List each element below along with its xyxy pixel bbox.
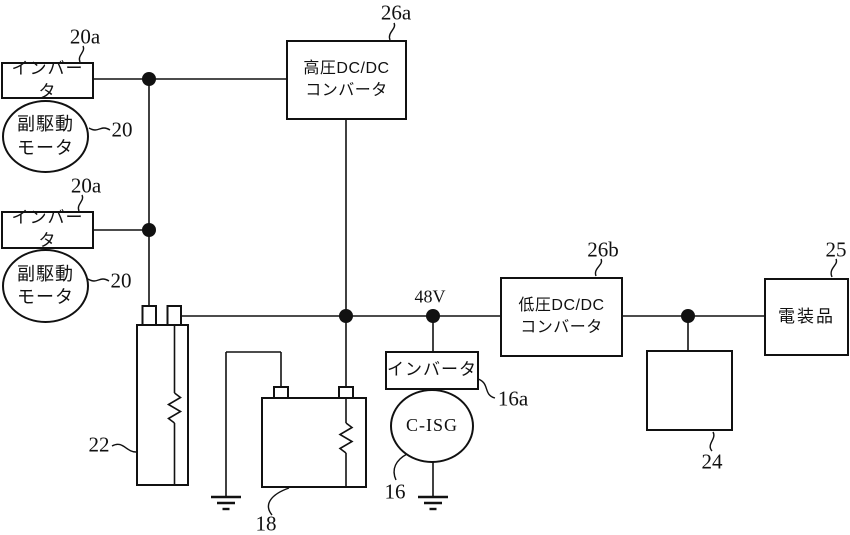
leader-lines (77, 22, 838, 516)
aux-battery-symbol (261, 386, 367, 488)
cisg-inverter-box: インバータ (385, 351, 479, 390)
ref-label-24: 24 (701, 449, 723, 474)
battery-terminal-left (141, 305, 157, 326)
leader-26a (388, 22, 396, 41)
leader-26b (594, 258, 603, 277)
leader-16 (393, 453, 408, 481)
electrical-components-box: 電装品 (764, 278, 849, 356)
sub-drive-motor-top-label-line2: モータ (17, 137, 74, 158)
ref-label-22: 22 (88, 432, 110, 457)
junction-dot (142, 223, 156, 237)
ref-label-20-mid: 20 (110, 268, 132, 293)
ref-label-26b: 26b (587, 237, 619, 262)
aux-battery-terminal-left (273, 386, 289, 399)
hv-dcdc-label-line2: コンバータ (305, 82, 388, 99)
leader-24 (709, 431, 715, 452)
ref-label-20-top: 20 (111, 117, 133, 142)
leader-20a-mid (77, 194, 84, 212)
sub-drive-motor-mid-label-line2: モータ (17, 287, 74, 307)
ref-label-16a: 16a (497, 386, 529, 411)
cisg-label: C-ISG (405, 415, 458, 436)
ref-label-16: 16 (384, 479, 406, 504)
ref-label-20a-mid: 20a (70, 173, 102, 198)
component-box-24 (646, 350, 733, 431)
battery-terminal-right (166, 305, 182, 326)
junction-dot (426, 309, 440, 323)
ref-label-18: 18 (255, 511, 277, 535)
leader-22 (111, 443, 137, 453)
leader-20-top (88, 127, 111, 131)
inverter-box-mid: インバータ (1, 208, 94, 250)
inverter-box-top: インバータ (1, 59, 94, 101)
electrical-components-label: 電装品 (778, 306, 835, 326)
sub-drive-motor-mid-label-line1: 副駆動 (17, 263, 74, 284)
junction-dot (681, 309, 695, 323)
leader-18 (267, 487, 290, 516)
aux-battery-terminal-right (338, 386, 354, 399)
inverter-box-mid-label: インバータ (11, 208, 84, 250)
ref-label-26a: 26a (380, 0, 412, 25)
junction-dot (339, 309, 353, 323)
leader-20-mid (87, 278, 110, 282)
cisg-inverter-box-label: インバータ (387, 360, 477, 380)
ground-symbol-2 (418, 495, 448, 511)
aux-battery-body (261, 397, 367, 488)
inverter-box-top-label: インバータ (11, 58, 84, 101)
ref-label-25: 25 (825, 237, 847, 262)
battery-symbol (136, 305, 189, 486)
leader-20a-top (78, 45, 85, 63)
hv-dcdc-label-line1: 高圧DC/DC (303, 60, 390, 78)
aux-battery-internal-resistor (338, 398, 354, 487)
ref-label-48v: 48V (414, 286, 446, 307)
battery-body (136, 324, 189, 486)
lv-dcdc-label-line2: コンバータ (520, 319, 603, 336)
lv-dcdc-label-line1: 低圧DC/DC (518, 297, 605, 315)
leader-25 (830, 258, 838, 278)
sub-drive-motor-circle-top: 副駆動 モータ (2, 100, 89, 173)
ground-symbol-1 (211, 495, 241, 511)
battery-internal-resistor (166, 325, 183, 485)
cisg-motor-circle: C-ISG (390, 389, 474, 463)
hv-dcdc-converter-box: 高圧DC/DC コンバータ (286, 40, 407, 120)
ref-label-20a-top: 20a (69, 24, 101, 49)
sub-drive-motor-circle-mid: 副駆動 モータ (2, 249, 89, 323)
lv-dcdc-converter-box: 低圧DC/DC コンバータ (500, 277, 623, 357)
junction-dot (142, 72, 156, 86)
junction-dots (142, 72, 695, 323)
sub-drive-motor-top-label-line1: 副駆動 (17, 114, 74, 135)
leader-16a (477, 378, 496, 399)
